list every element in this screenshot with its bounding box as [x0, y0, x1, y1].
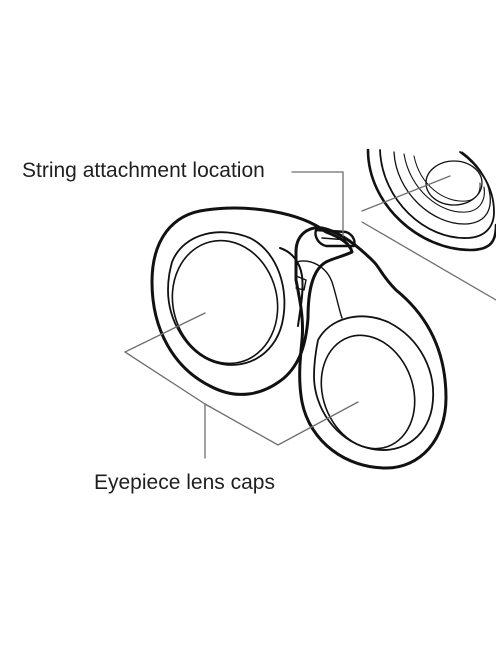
binocular-eyecup-inner-outline — [379, 149, 495, 239]
left-cap-rim — [167, 231, 286, 366]
eyepiece-caps-leader-left — [123, 312, 206, 405]
binocular-body-illustration — [366, 148, 496, 252]
binocular-ocular-ridge-2 — [413, 155, 481, 202]
binocular-callout-leader-1 — [361, 175, 451, 212]
string-attachment-label: String attachment location — [22, 159, 265, 182]
callout-leader-lines — [123, 171, 496, 459]
left-cap-lens — [171, 239, 279, 365]
cap-bridge-notch — [295, 275, 307, 291]
binocular-ocular-ridge — [403, 153, 485, 213]
string-attachment-slot — [321, 237, 349, 241]
cap-bridge — [279, 247, 304, 327]
string-attachment-tab — [314, 228, 356, 248]
right-cap-lens — [320, 334, 416, 450]
binocular-eyecup-outer-outline — [366, 148, 496, 252]
eyepiece-lens-caps-illustration — [150, 206, 448, 470]
right-cap-outer-outline — [294, 226, 448, 470]
eyepiece-caps-label: Eyepiece lens caps — [94, 471, 275, 494]
right-cap-rim — [313, 315, 434, 451]
cap-bridge-inner — [295, 260, 343, 319]
binocular-eyepiece-lens — [425, 160, 483, 206]
binocular-eyecup-ring — [393, 151, 491, 225]
left-cap-outer-outline — [150, 206, 354, 396]
eyepiece-caps-leader-right — [204, 401, 359, 446]
binocular-callout-leader-2 — [361, 221, 496, 301]
string-attachment-leader — [291, 171, 344, 237]
